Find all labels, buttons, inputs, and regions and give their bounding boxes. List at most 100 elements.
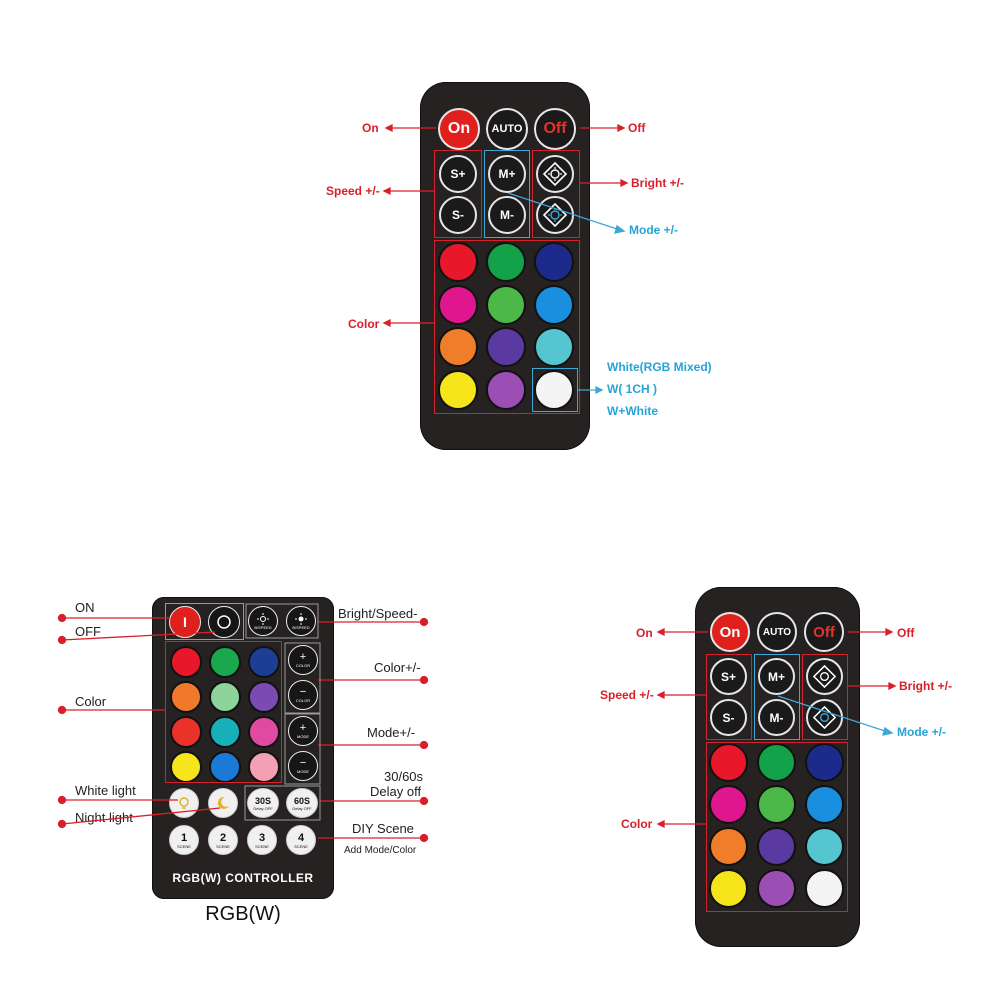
circle-off-icon <box>217 615 231 629</box>
color-button-1[interactable] <box>170 646 202 678</box>
mode-minus-button[interactable]: − MODE <box>288 751 318 781</box>
color-minus-button[interactable]: − COLOR <box>288 680 318 710</box>
auto-button[interactable]: AUTO <box>757 612 797 652</box>
color-button-8[interactable] <box>209 716 241 748</box>
color-button-6[interactable] <box>248 681 280 713</box>
label-color: Color <box>348 317 380 331</box>
auto-button[interactable]: AUTO <box>486 108 528 150</box>
color-button-2[interactable] <box>486 242 526 282</box>
scene-1-label: 1 <box>180 831 188 844</box>
color-button-3[interactable] <box>805 743 844 782</box>
label-white-rgb: White(RGB Mixed) <box>607 360 712 374</box>
color-button-2[interactable] <box>757 743 796 782</box>
color-button-10[interactable] <box>709 869 748 908</box>
scene-sub: SCENE <box>294 843 308 849</box>
color-button-12[interactable] <box>248 751 280 783</box>
color-button-10[interactable] <box>170 751 202 783</box>
scene-3-button[interactable]: 3 SCENE <box>247 825 277 855</box>
off-button[interactable]: Off <box>804 612 844 652</box>
label-on: ON <box>75 600 95 615</box>
color-button-5[interactable] <box>209 681 241 713</box>
off-button[interactable]: Off <box>534 108 576 150</box>
mode-plus-button[interactable]: M+ <box>758 658 795 695</box>
scene-1-button[interactable]: 1 SCENE <box>169 825 199 855</box>
delay-30s-sub: Delay OFF <box>253 805 273 811</box>
bright-box <box>532 150 580 238</box>
speed-minus-button[interactable]: S- <box>710 699 747 736</box>
bright-button[interactable]: B/SPEED <box>248 606 278 636</box>
color-button-5[interactable] <box>757 785 796 824</box>
label-on: On <box>362 121 379 135</box>
delay-60s-button[interactable]: 60S Delay OFF <box>286 788 318 818</box>
scene-sub: SCENE <box>216 843 230 849</box>
label-color-pm: Color+/- <box>374 660 421 675</box>
color-button-4[interactable] <box>170 681 202 713</box>
color-button-3[interactable] <box>248 646 280 678</box>
speed-minus-button[interactable]: S- <box>439 196 477 234</box>
mode-plus-button[interactable]: + MODE <box>288 716 318 746</box>
mode-minus-button[interactable]: M- <box>488 196 526 234</box>
scene-2-button[interactable]: 2 SCENE <box>208 825 238 855</box>
label-white-light: White light <box>75 783 136 798</box>
color-button-10[interactable] <box>438 369 478 410</box>
color-button-9[interactable] <box>805 827 844 866</box>
night-light-button[interactable] <box>208 788 238 818</box>
color-box <box>165 641 282 783</box>
color-button-3[interactable] <box>534 242 574 282</box>
color-button-4[interactable] <box>438 284 478 325</box>
color-button-8[interactable] <box>486 327 526 367</box>
color-button-12[interactable] <box>805 869 844 908</box>
color-button-4[interactable] <box>709 785 748 824</box>
on-button[interactable]: On <box>710 612 750 652</box>
color-button-12[interactable] <box>534 369 574 410</box>
bright-plus-button[interactable] <box>536 155 574 193</box>
speed-button[interactable]: B/SPEED <box>286 606 316 636</box>
scene-4-button[interactable]: 4 SCENE <box>286 825 316 855</box>
mode-minus-button[interactable]: M- <box>758 699 795 736</box>
mode-plus-sub: MODE <box>297 734 309 739</box>
color-button-7[interactable] <box>170 716 202 748</box>
delay-30s-button[interactable]: 30S Delay OFF <box>247 788 279 818</box>
plus-sign: + <box>299 722 307 734</box>
label-color: Color <box>75 694 107 709</box>
controller-label: RGB(W) CONTROLLER <box>172 871 314 885</box>
color-button-11[interactable] <box>486 369 526 410</box>
on-button[interactable]: On <box>438 108 480 150</box>
label-mode-pm: Mode+/- <box>367 725 416 740</box>
color-button-1[interactable] <box>709 743 748 782</box>
speed-plus-button[interactable]: S+ <box>439 155 477 193</box>
bright-minus-button[interactable] <box>806 699 843 736</box>
mode-minus-sub: MODE <box>297 769 309 774</box>
color-minus-sub: COLOR <box>295 698 311 703</box>
color-button-6[interactable] <box>805 785 844 824</box>
delay-60s-label: 60S <box>293 795 310 806</box>
mode-box <box>484 150 530 238</box>
color-plus-button[interactable]: + COLOR <box>288 645 318 675</box>
color-box <box>434 240 580 414</box>
bright-plus-button[interactable] <box>806 658 843 695</box>
white-light-button[interactable] <box>169 788 199 818</box>
delay-60s-sub: Delay OFF <box>292 805 312 811</box>
mode-plus-button[interactable]: M+ <box>488 155 526 193</box>
color-button-9[interactable] <box>534 327 574 367</box>
color-button-1[interactable] <box>438 242 478 282</box>
color-button-2[interactable] <box>209 646 241 678</box>
color-button-7[interactable] <box>709 827 748 866</box>
color-button-6[interactable] <box>534 284 574 325</box>
speed-box <box>706 654 752 740</box>
color-button-8[interactable] <box>757 827 796 866</box>
speed-plus-button[interactable]: S+ <box>710 658 747 695</box>
white-box <box>532 368 578 412</box>
plus-sign: + <box>299 651 307 663</box>
color-button-7[interactable] <box>438 327 478 367</box>
label-mode: Mode +/- <box>629 223 679 237</box>
color-button-5[interactable] <box>486 284 526 325</box>
color-plus-sub: COLOR <box>295 663 311 668</box>
label-w-white: W+White <box>607 404 658 418</box>
brightness-icon <box>295 612 307 625</box>
label-speed: Speed +/- <box>326 184 380 198</box>
rgbw-caption: RGB(W) <box>205 903 281 925</box>
color-button-11[interactable] <box>757 869 796 908</box>
color-button-9[interactable] <box>248 716 280 748</box>
scene-2-label: 2 <box>219 831 227 844</box>
